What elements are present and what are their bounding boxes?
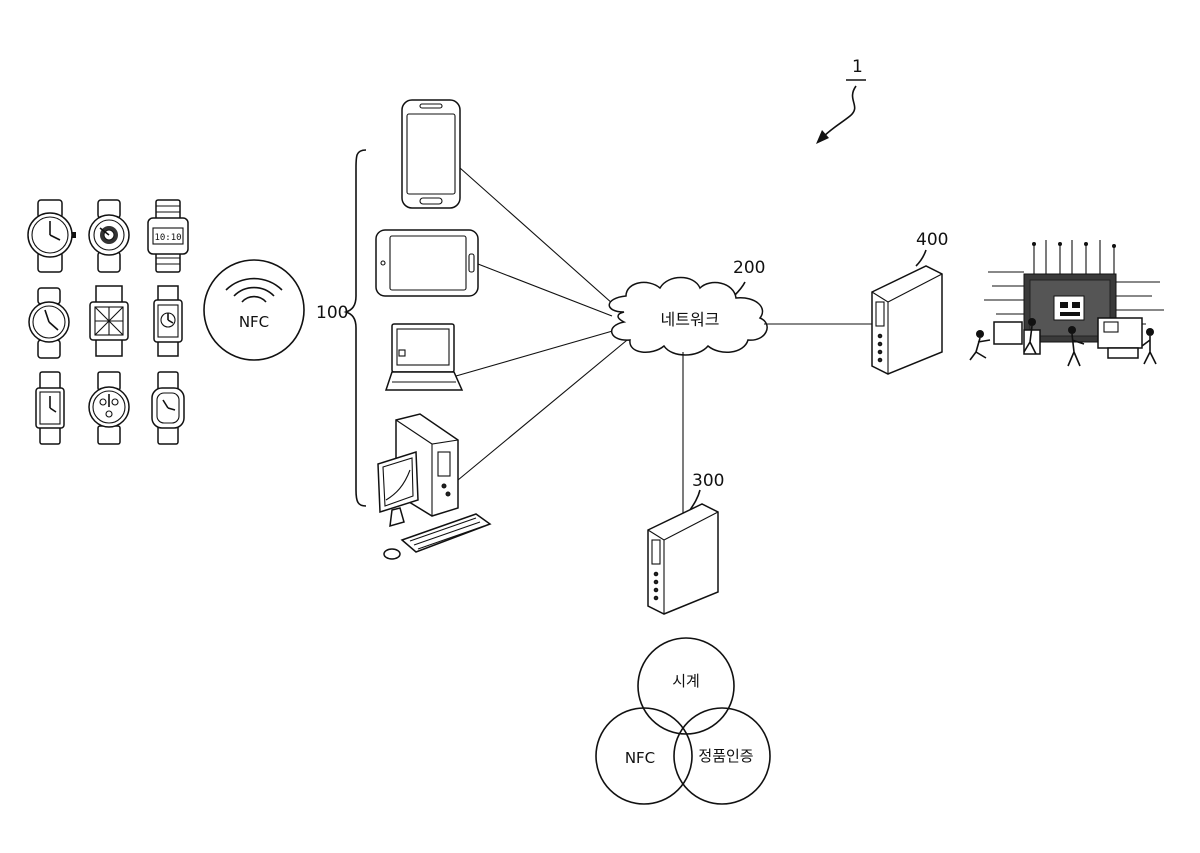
network-label: 네트워크 xyxy=(661,310,720,329)
link-smartphone xyxy=(460,168,622,312)
smartphone xyxy=(402,100,460,208)
system-ref-label: 1 xyxy=(852,57,863,77)
venn-label-authentication: 정품인증 xyxy=(698,747,753,765)
watch-rectangular-2 xyxy=(154,286,182,356)
tablet xyxy=(376,230,478,296)
maker-server-ref-leader xyxy=(916,250,926,266)
terminal-connections xyxy=(456,168,632,480)
auth-server-ref-label: 300 xyxy=(692,471,724,491)
watch-reverso xyxy=(36,372,64,444)
factory-illustration xyxy=(970,240,1164,366)
nfc-badge: NFC xyxy=(204,260,304,360)
watch-skeleton xyxy=(89,200,129,272)
link-tablet xyxy=(478,264,612,316)
watch-digital: 10:10 xyxy=(148,200,188,272)
watch-rectangular-1 xyxy=(90,286,128,356)
watch-analog-1 xyxy=(28,200,76,272)
desktop-pc xyxy=(378,414,490,559)
nfc-circle xyxy=(204,260,304,360)
maker-server-ref-label: 400 xyxy=(916,230,948,250)
nfc-badge-label: NFC xyxy=(239,313,269,331)
venn-diagram: 시계 NFC 정품인증 xyxy=(596,638,770,804)
watch-digital-display: 10:10 xyxy=(154,233,181,243)
watch-tonneau xyxy=(152,372,184,444)
venn-label-watch: 시계 xyxy=(672,672,700,690)
system-ref-arrowhead xyxy=(816,130,829,144)
nfc-wave-icon xyxy=(226,279,282,302)
watch-chronograph xyxy=(89,372,129,444)
network-cloud: 네트워크 xyxy=(609,278,767,356)
system-ref-arrow xyxy=(822,86,856,138)
terminals-bracket xyxy=(346,150,366,506)
maker-server xyxy=(872,266,942,374)
network-ref-label: 200 xyxy=(733,258,765,278)
watches-group: 10:10 xyxy=(28,200,188,444)
laptop xyxy=(386,324,462,390)
watch-analog-2 xyxy=(29,288,69,358)
link-desktop xyxy=(458,336,632,480)
system-reference: 1 xyxy=(816,57,866,144)
auth-server xyxy=(648,504,718,614)
terminals-ref-label: 100 xyxy=(316,303,348,323)
venn-label-nfc: NFC xyxy=(625,749,655,767)
